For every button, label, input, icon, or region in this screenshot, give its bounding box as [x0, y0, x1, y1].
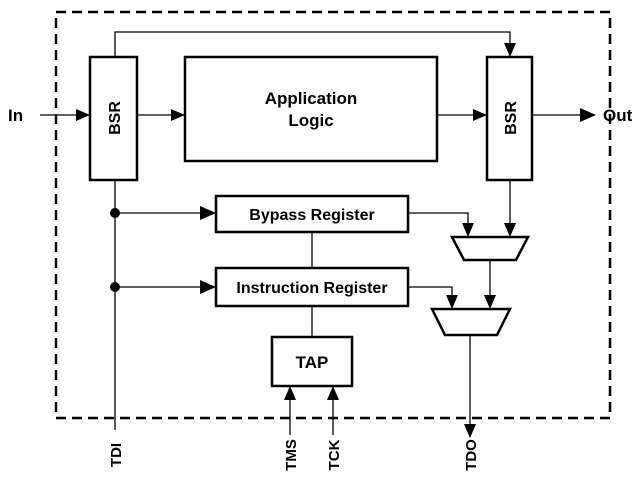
tdo-label: TDO	[463, 439, 480, 471]
tdo-arrow	[464, 424, 476, 438]
mux1-shape	[449, 235, 531, 262]
bsr-right-label: BSR	[503, 101, 520, 135]
bsr-right-box	[485, 55, 534, 182]
tap-label: TAP	[296, 353, 329, 372]
bsr-to-app-arrow	[171, 109, 185, 121]
bsr-left-label: BSR	[107, 101, 124, 135]
in-label: In	[8, 106, 23, 125]
tck-label: TCK	[326, 439, 343, 470]
bypass-to-mux1-line	[408, 212, 469, 230]
bypass-to-mux1-arrow	[462, 223, 474, 237]
tdi-label: TDI	[108, 443, 125, 467]
bsr-left-box	[88, 55, 139, 182]
application-logic-label-line1: Application	[265, 89, 358, 108]
app-to-bsr-arrow	[473, 109, 487, 121]
instruction-register-box	[214, 266, 410, 308]
mux2-shape	[429, 307, 513, 337]
out-label: Out	[603, 106, 633, 125]
in-arrow	[76, 109, 90, 121]
mux1-to-mux2-arrow	[484, 295, 496, 309]
bypass-register-box	[214, 194, 410, 234]
application-logic-box	[183, 55, 439, 163]
tdi-to-instruction-arrow	[200, 280, 216, 294]
tms-arrow	[284, 386, 296, 400]
instruction-to-mux2-arrow	[446, 295, 458, 309]
instruction-to-mux2-line	[408, 286, 453, 302]
tap-box	[270, 335, 354, 388]
bsr-to-mux1-arrow	[504, 223, 516, 237]
out-arrow	[580, 108, 596, 122]
scan-chain-line	[114, 31, 511, 57]
instruction-register-label: Instruction Register	[236, 280, 387, 297]
tms-label: TMS	[283, 439, 300, 471]
tdi-to-bypass-arrow	[200, 206, 216, 220]
application-logic-label-line2: Logic	[288, 111, 333, 130]
scan-chain-arrow	[504, 43, 516, 57]
bypass-register-label: Bypass Register	[249, 207, 374, 224]
tck-arrow	[327, 386, 339, 400]
